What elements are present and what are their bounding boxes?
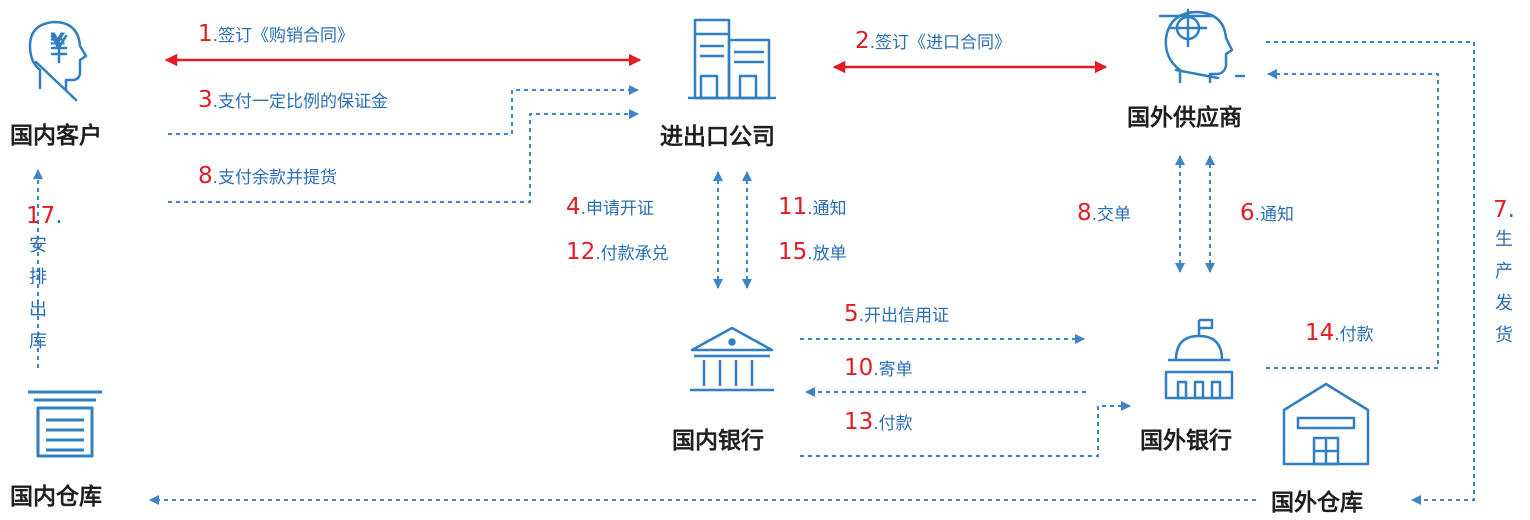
step-11-label: 11.通知 (778, 194, 847, 220)
step-12-label: 12.付款承兑 (566, 239, 669, 265)
step-15-label: 15.放单 (778, 239, 847, 265)
node-import-export-company: 进出口公司 (660, 124, 775, 150)
node-foreign-bank: 国外银行 (1140, 428, 1232, 454)
node-foreign-warehouse: 国外仓库 (1271, 490, 1363, 516)
step-8-docs-label: 8.交单 (1077, 200, 1132, 226)
head-globe-icon (1158, 8, 1246, 84)
office-building-icon (688, 18, 776, 100)
warehouse-icon (1282, 382, 1370, 466)
node-domestic-bank: 国内银行 (672, 428, 764, 454)
yen-symbol: ¥ (50, 30, 66, 55)
head-yen-icon (28, 20, 88, 102)
arrow-13-payment (800, 401, 1131, 457)
node-domestic-warehouse: 国内仓库 (10, 484, 102, 510)
step-2-label: 2.签订《进口合同》 (855, 28, 1012, 54)
step-13-label: 13.付款 (844, 409, 913, 435)
step-5-label: 5.开出信用证 (844, 301, 950, 327)
domed-bank-icon (1164, 318, 1234, 400)
step-1-label: 1.签订《购销合同》 (198, 21, 355, 47)
step-17-label: 17. 安 排 出 库 (26, 203, 63, 352)
step-14-label: 14.付款 (1305, 320, 1374, 346)
arrow-3-deposit (168, 85, 639, 135)
step-6-label: 6.通知 (1240, 200, 1295, 226)
step-8-balance-label: 8.支付余款并提货 (198, 163, 338, 189)
node-domestic-customer: 国内客户 (10, 123, 102, 149)
step-3-label: 3.支付一定比例的保证金 (198, 87, 389, 113)
arrow-7-ship (1266, 41, 1475, 505)
bank-columns-icon (690, 326, 774, 392)
step-4-label: 4.申请开证 (566, 194, 655, 220)
step-7-label: 7. 生 产 发 货 (1493, 197, 1515, 346)
arrow-8-balance (168, 109, 639, 203)
shutter-warehouse-icon (28, 390, 102, 458)
node-foreign-supplier: 国外供应商 (1127, 105, 1242, 131)
step-10-label: 10.寄单 (844, 355, 913, 381)
